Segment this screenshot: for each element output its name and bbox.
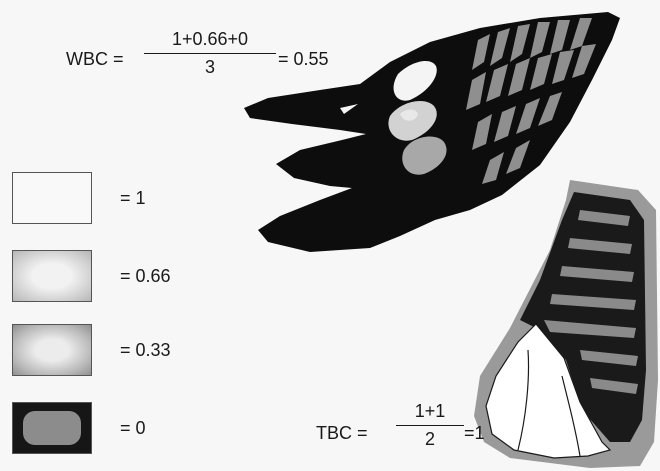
wbc-label: WBC =: [66, 50, 124, 68]
legend-swatch-black: [12, 402, 92, 454]
legend-swatch-light-grey: [12, 250, 92, 302]
legend-value: = 0.66: [120, 266, 171, 287]
legend-value: = 1: [120, 188, 146, 209]
legend-value: = 0.33: [120, 340, 171, 361]
tbc-denominator: 2: [396, 426, 464, 448]
tbc-numerator: 1+1: [396, 402, 464, 425]
tbc-fraction: 1+1 2: [396, 402, 464, 448]
legend-value: = 0: [120, 418, 146, 439]
legend-swatch-inner-grey: [23, 411, 81, 445]
tail-illustration: [470, 180, 660, 470]
legend-swatch-mid-grey: [12, 324, 92, 376]
tbc-label: TBC =: [316, 424, 368, 442]
tbc-result: =1: [464, 424, 485, 442]
legend-swatch-white: [12, 172, 92, 224]
